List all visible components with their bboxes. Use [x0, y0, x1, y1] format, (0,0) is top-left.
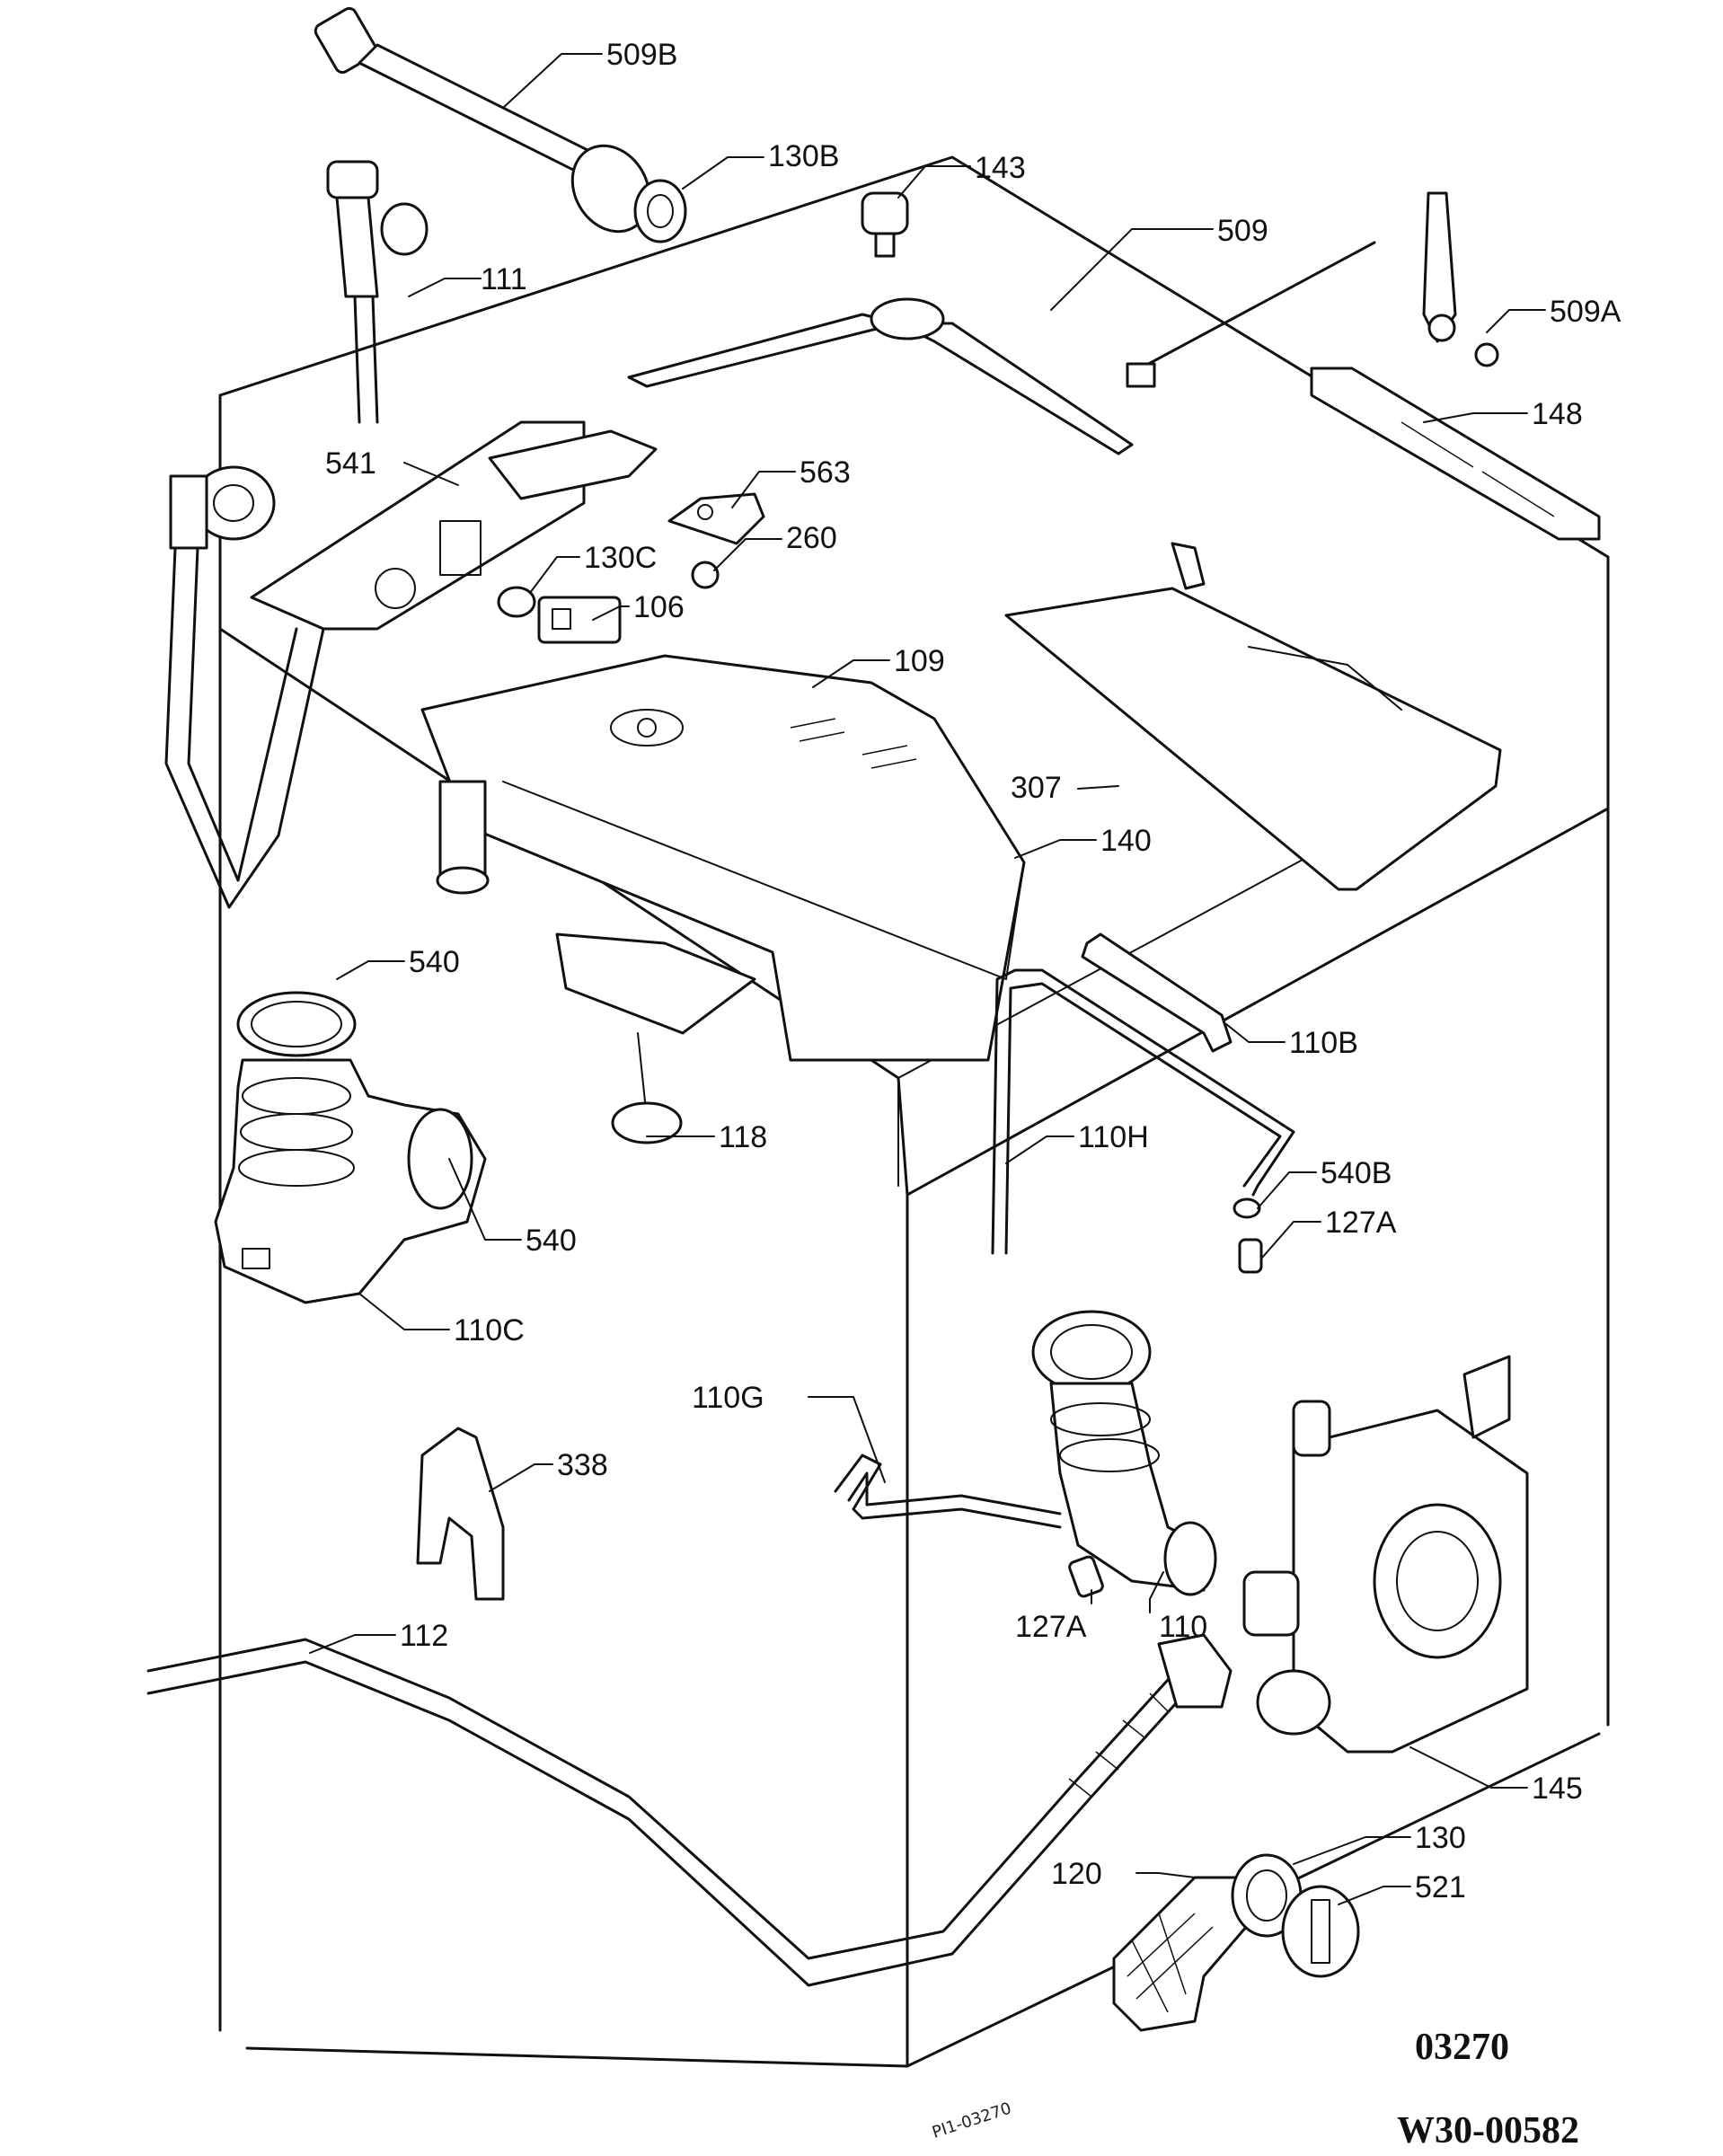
part-130c-spring	[497, 586, 536, 618]
label-140: 140	[1100, 824, 1152, 858]
part-109-dispenser-housing	[420, 654, 1026, 1062]
part-labels: 509B 130B 143 509 111 509A 148 541 563 2…	[325, 38, 1621, 1904]
label-110g: 110G	[692, 1381, 764, 1415]
part-120-filter	[1112, 1876, 1259, 2032]
part-260-nut	[691, 561, 720, 589]
part-145-pump-housing	[1242, 1355, 1529, 1754]
label-118: 118	[719, 1120, 767, 1154]
drawing-number: 03270	[1415, 2027, 1509, 2068]
part-540b-clip	[1233, 1197, 1261, 1219]
part-110-bellows-elbow	[1031, 1310, 1217, 1596]
label-307: 307	[1011, 771, 1062, 805]
label-260: 260	[786, 521, 837, 555]
label-130: 130	[1415, 1821, 1466, 1855]
label-509: 509	[1217, 214, 1268, 248]
part-110g-hose	[834, 1454, 1062, 1529]
label-130b: 130B	[768, 139, 839, 173]
part-338-hose-clip	[416, 1427, 505, 1601]
label-338: 338	[557, 1448, 608, 1482]
label-110c: 110C	[454, 1313, 525, 1348]
part-110h-hose	[991, 968, 1295, 1255]
part-110c-sump-bellows	[214, 1058, 487, 1304]
label-148: 148	[1532, 397, 1583, 431]
label-145: 145	[1532, 1772, 1583, 1806]
leader-lines	[309, 53, 1546, 1905]
label-110b: 110B	[1289, 1026, 1358, 1060]
label-106: 106	[633, 590, 685, 624]
label-112: 112	[400, 1619, 448, 1653]
label-540b: 540B	[1321, 1156, 1392, 1190]
label-127a-left: 127A	[1015, 1610, 1087, 1644]
label-110h: 110H	[1078, 1120, 1149, 1154]
part-106-switch	[537, 596, 622, 644]
part-509-lever	[627, 297, 1134, 455]
part-143-knob	[861, 191, 909, 258]
part-112-drain-hose	[146, 1633, 1233, 1987]
label-143: 143	[975, 151, 1026, 185]
label-127a-right: 127A	[1325, 1206, 1397, 1240]
label-111: 111	[481, 262, 527, 296]
label-130c: 130C	[584, 541, 657, 575]
part-130b-seal	[633, 179, 687, 243]
label-541: 541	[325, 446, 376, 481]
part-148-handle-tray	[1310, 367, 1601, 541]
label-120: 120	[1051, 1857, 1102, 1891]
part-111-valve	[326, 160, 429, 424]
model-code: W30-00582	[1397, 2110, 1579, 2152]
label-540-mid: 540	[526, 1224, 577, 1258]
part-307-detergent-drawer	[1004, 542, 1502, 891]
part-127a-plug-right	[1238, 1238, 1263, 1274]
part-elbow-inlet-left	[164, 465, 325, 909]
part-118-impeller	[611, 1032, 683, 1144]
part-110b-hose-connector	[1081, 932, 1233, 1053]
label-109: 109	[894, 644, 945, 678]
label-521: 521	[1415, 1870, 1466, 1904]
part-563-cam	[667, 492, 765, 545]
part-521-filter-cap	[1281, 1885, 1360, 1978]
label-110: 110	[1159, 1610, 1207, 1644]
label-563: 563	[800, 455, 851, 490]
part-509a-rod-and-link	[1126, 191, 1499, 388]
reference-codes: PI1-03270 03270 W30-00582	[930, 2027, 1579, 2152]
drawing-stamp: PI1-03270	[930, 2099, 1013, 2143]
part-509b-inlet-hose-fitting	[314, 6, 651, 234]
part-140-lid	[502, 781, 1025, 980]
part-127a-plug-left	[1068, 1555, 1104, 1598]
label-540-top: 540	[409, 945, 460, 979]
part-540-clamp-top	[236, 991, 357, 1057]
label-509a: 509A	[1550, 295, 1621, 329]
label-509b: 509B	[606, 38, 677, 72]
